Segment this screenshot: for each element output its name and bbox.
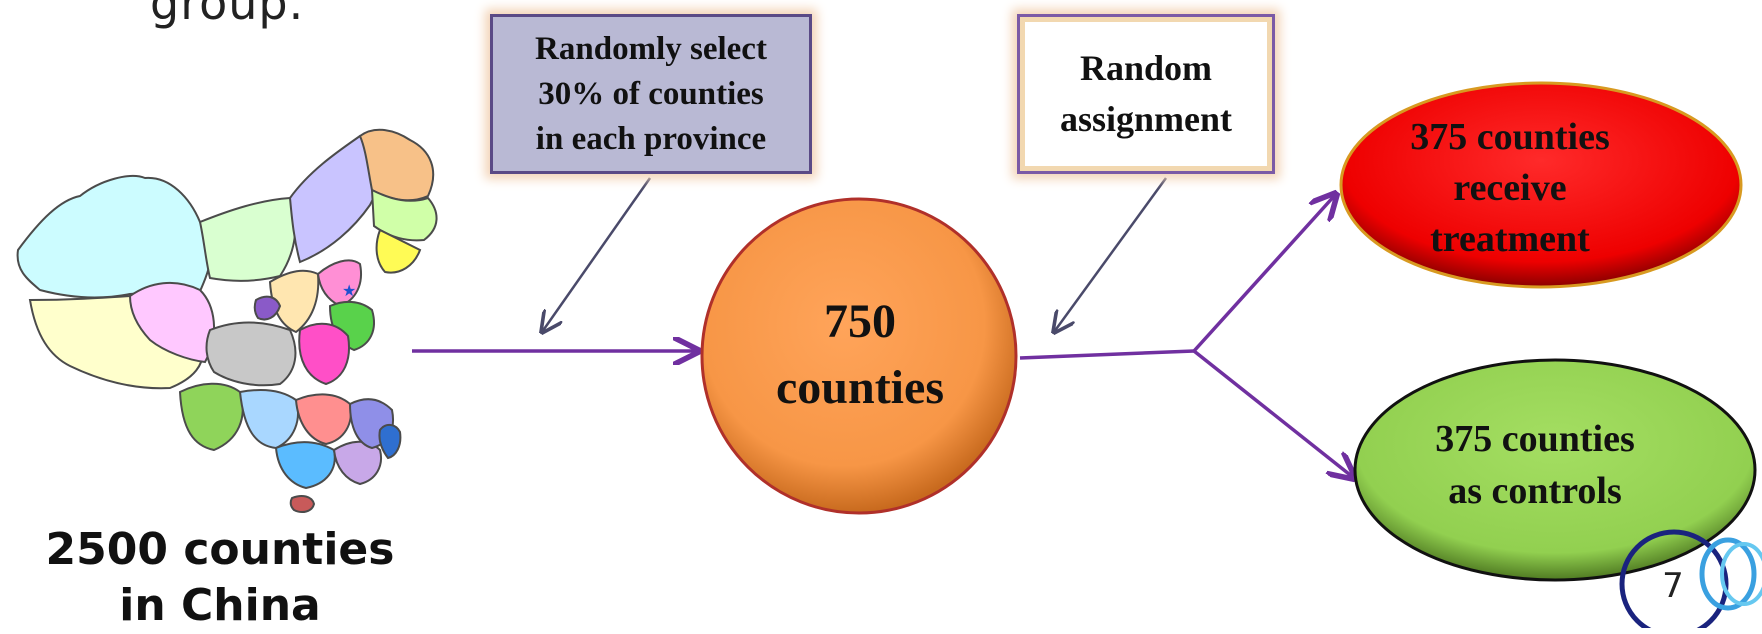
arrow-split-to-treatment bbox=[1192, 194, 1336, 353]
province-shape bbox=[375, 228, 422, 274]
province-shape bbox=[198, 196, 297, 282]
select-step-line2: 30% of counties bbox=[538, 75, 764, 112]
sample-unit: counties bbox=[776, 361, 944, 414]
population-caption: 2500 counties in China bbox=[10, 522, 430, 634]
callout-pointer-assign bbox=[1054, 177, 1168, 332]
population-caption-line2: in China bbox=[119, 580, 321, 631]
control-label: 375 counties as controls bbox=[1390, 410, 1680, 520]
connector-sample-to-split bbox=[1019, 349, 1195, 360]
callout-pointer-select bbox=[542, 177, 652, 332]
sample-label: 750 counties bbox=[700, 270, 1020, 440]
province-shape bbox=[238, 389, 299, 450]
control-line2: as controls bbox=[1448, 470, 1622, 512]
assign-step-line2: assignment bbox=[1059, 99, 1233, 139]
control-line1: 375 counties bbox=[1435, 418, 1635, 460]
sample-count: 750 bbox=[824, 295, 896, 348]
arrow-split-to-control bbox=[1192, 349, 1354, 478]
treatment-line3: treatment bbox=[1430, 217, 1590, 260]
sample-circle bbox=[700, 197, 1018, 515]
province-shape bbox=[358, 128, 435, 202]
province-shape bbox=[268, 269, 320, 334]
select-step-callout: Randomly select 30% of counties in each … bbox=[490, 14, 812, 174]
control-ellipse bbox=[1353, 358, 1757, 582]
flow-connectors bbox=[412, 177, 1354, 478]
province-shape bbox=[332, 440, 382, 486]
page-number: 7 bbox=[1662, 566, 1684, 606]
select-step-line3: in each province bbox=[535, 120, 767, 157]
blue-rings-icon bbox=[1619, 529, 1762, 628]
province-shape bbox=[316, 259, 362, 308]
population-caption-line1: 2500 counties bbox=[45, 524, 395, 575]
province-shape bbox=[298, 322, 350, 386]
province-shape bbox=[378, 424, 402, 460]
treatment-line2: receive bbox=[1453, 166, 1567, 209]
province-shape bbox=[205, 321, 297, 387]
treatment-ellipse bbox=[1339, 81, 1743, 289]
assign-step-callout: Random assignment bbox=[1017, 14, 1275, 174]
province-shape bbox=[253, 295, 282, 321]
treatment-label: 375 counties receive treatment bbox=[1360, 108, 1660, 268]
china-map-icon: ★ bbox=[16, 128, 438, 513]
assign-step-line1: Random bbox=[1079, 48, 1213, 88]
select-step-line1: Randomly select bbox=[535, 30, 767, 67]
province-shape bbox=[274, 441, 336, 490]
capital-star-icon: ★ bbox=[342, 283, 356, 300]
province-shape bbox=[288, 134, 381, 264]
treatment-line1: 375 counties bbox=[1410, 115, 1610, 158]
province-shape bbox=[178, 382, 244, 452]
province-shape bbox=[16, 175, 213, 302]
province-shape bbox=[289, 495, 316, 513]
province-shape bbox=[294, 393, 352, 446]
slide-title-fragment: group. bbox=[150, 0, 305, 30]
